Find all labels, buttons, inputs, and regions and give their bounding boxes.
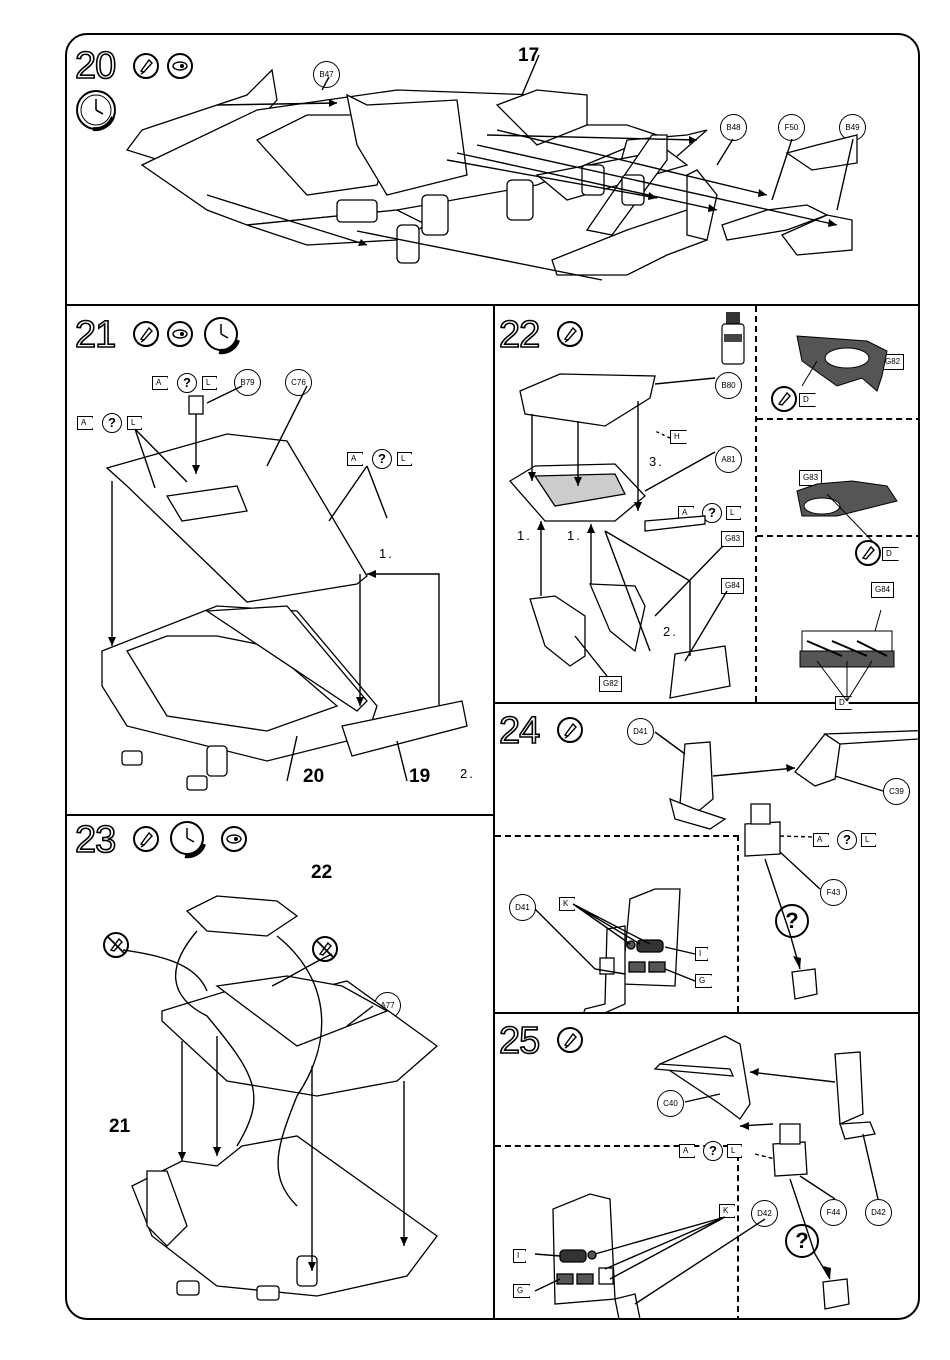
mudguard-drawing-25 bbox=[495, 1014, 920, 1320]
floor-detail-drawing-22 bbox=[495, 306, 755, 702]
mudguard-drawing-24 bbox=[495, 704, 920, 1012]
chassis-drawing-20 bbox=[67, 35, 920, 304]
floor-assembly-drawing-21 bbox=[67, 306, 493, 814]
step-20-panel: 20 17 B47 B48 F50 B49 bbox=[67, 35, 920, 304]
step-22-panel: 22 B80 A81 H 3. A ? L 1. 1. G83 G84 2. G… bbox=[495, 306, 755, 702]
step-22-subpanels: G82 D G83 D G84 D bbox=[757, 306, 920, 702]
step-25-panel: 25 C40 A ? L F44 D42 ? D42 K I G bbox=[495, 1014, 920, 1320]
part-colour-drawings bbox=[757, 306, 920, 702]
hull-assembly-drawing-23 bbox=[67, 816, 493, 1320]
step-21-panel: 21 A ? L B79 C76 A ? L A ? L 1. 2. 20 19 bbox=[67, 306, 493, 814]
step-23-panel: 23 22 21 A77 bbox=[67, 816, 493, 1320]
step-24-panel: 24 D41 C39 A ? L F43 ? D41 K I G bbox=[495, 704, 920, 1012]
instruction-sheet: 20 17 B47 B48 F50 B49 bbox=[65, 33, 920, 1320]
